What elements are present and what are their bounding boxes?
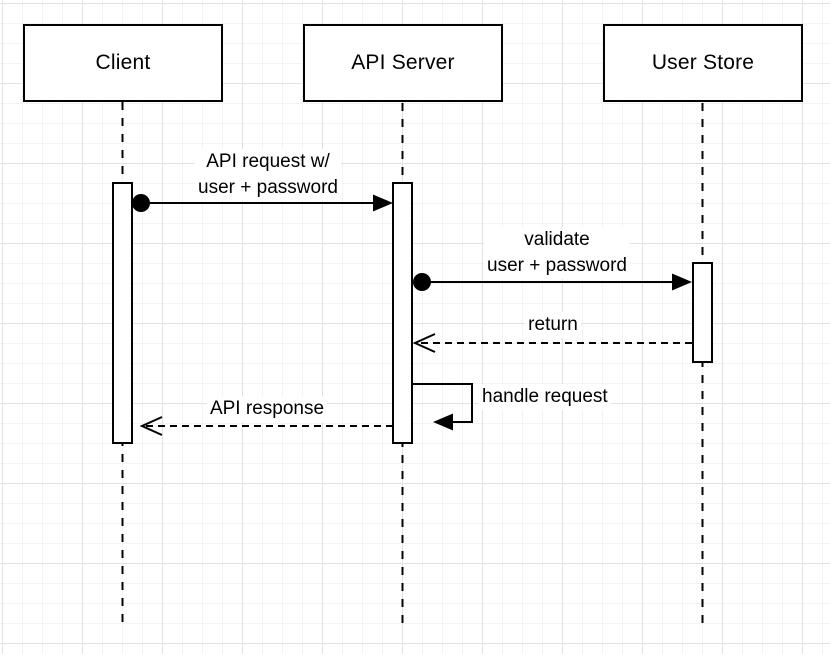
activation-bar-user-store[interactable] (692, 262, 713, 363)
actor-box-api-server[interactable]: API Server (303, 24, 503, 102)
message-label-line: user + password (487, 255, 627, 276)
actor-box-user-store[interactable]: User Store (603, 24, 803, 102)
filled-arrowhead (672, 273, 692, 291)
message-start-circle (132, 194, 150, 212)
message-label-line: user + password (198, 177, 338, 198)
message-arrow-validate[interactable] (413, 273, 692, 291)
message-label-api-request[interactable]: API request w/ user + password (195, 149, 341, 201)
actor-label-client: Client (95, 51, 151, 74)
actor-label-api-server: API Server (351, 51, 455, 74)
filled-arrowhead (433, 413, 453, 431)
actor-label-user-store: User Store (651, 51, 755, 74)
message-label-handle-request[interactable]: handle request (479, 384, 611, 410)
message-arrow-api-request[interactable] (132, 194, 393, 212)
activation-bar-client[interactable] (112, 182, 133, 444)
message-label-validate[interactable]: validate user + password (484, 227, 630, 279)
filled-arrowhead (373, 194, 393, 212)
message-label-line: API request w/ (206, 151, 330, 172)
message-arrow-return[interactable] (412, 333, 692, 353)
message-arrow-handle-request[interactable] (412, 383, 473, 431)
message-label-line: return (528, 314, 578, 335)
message-label-api-response[interactable]: API response (206, 396, 328, 422)
message-arrow-api-response[interactable] (139, 416, 393, 436)
message-label-line: validate (524, 229, 590, 250)
message-label-line: API response (209, 398, 325, 419)
actor-box-client[interactable]: Client (23, 24, 223, 102)
activation-bar-api-server[interactable] (392, 182, 413, 444)
open-arrowhead (139, 416, 163, 436)
message-start-circle (413, 273, 431, 291)
message-line (412, 383, 473, 423)
message-label-return[interactable]: return (525, 312, 581, 338)
open-arrowhead (412, 333, 436, 353)
message-label-line: handle request (482, 386, 608, 407)
